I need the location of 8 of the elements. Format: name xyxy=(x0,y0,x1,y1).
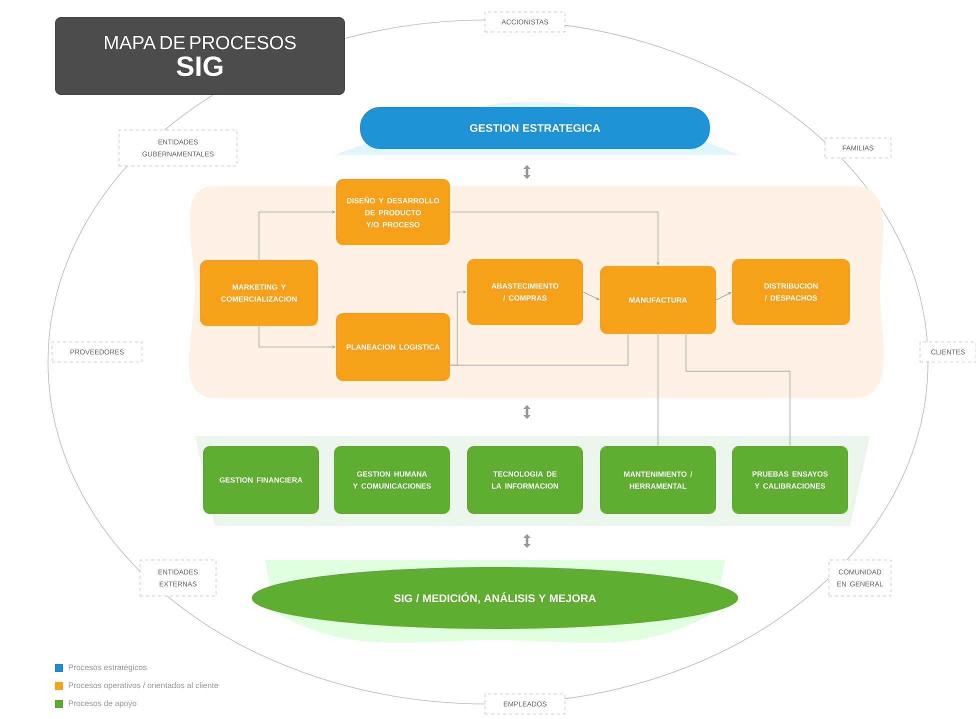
connector xyxy=(450,334,628,366)
strategic-process-band: GESTION ESTRATEGICA xyxy=(360,107,710,149)
improvement-process-band: SIG / MEDICIÓN, ANÁLISIS Y MEJORA xyxy=(252,567,738,629)
legend-label: Procesos estratégicos xyxy=(68,664,147,672)
legend-label: Procesos operativos / orientados al cliente xyxy=(68,682,218,690)
connector xyxy=(686,334,790,446)
legend-label: Procesos de apoyo xyxy=(68,700,136,708)
title-banner: MAPA DE PROCESOS SIG xyxy=(55,17,345,95)
